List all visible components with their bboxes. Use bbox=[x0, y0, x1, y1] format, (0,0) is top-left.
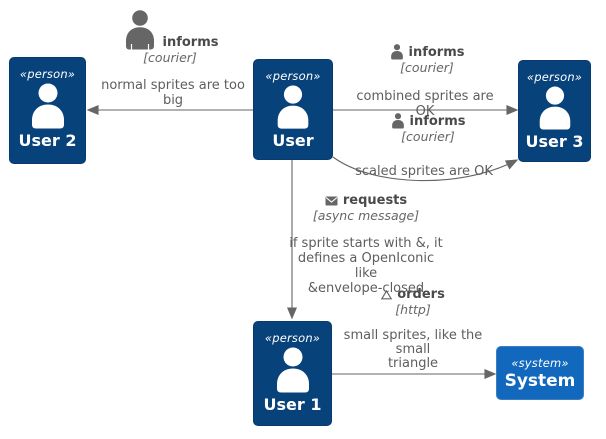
edge-label-tech: [courier] bbox=[143, 50, 197, 65]
arrow-user1-to-system bbox=[332, 368, 497, 380]
edge-label-tech: [courier] bbox=[401, 129, 455, 144]
edge-desc-line: &envelope-closed bbox=[307, 281, 425, 296]
person-icon bbox=[277, 85, 309, 129]
node-user3-stereotype: «person» bbox=[526, 70, 583, 84]
node-user: «person» User bbox=[253, 59, 333, 160]
person-courier-large-icon bbox=[125, 10, 154, 50]
edge-desc-user-to-user1: if sprite starts with &, it defines a Op… bbox=[286, 236, 446, 296]
arrow-user-to-user2 bbox=[86, 104, 253, 116]
node-user1-stereotype: «person» bbox=[264, 331, 321, 345]
edge-desc-line: small bbox=[395, 342, 431, 357]
node-system-stereotype: «system» bbox=[511, 355, 569, 370]
edge-desc-line: small sprites, like the bbox=[343, 328, 483, 343]
edge-desc-line: big bbox=[162, 93, 184, 108]
arrow-user-to-user3-top bbox=[333, 104, 519, 116]
edge-label-title: informs bbox=[408, 45, 465, 60]
edge-desc-user-to-user3-bottom: scaled sprites are OK bbox=[344, 164, 504, 179]
node-user-stereotype: «person» bbox=[265, 69, 321, 83]
node-user2-stereotype: «person» bbox=[19, 67, 76, 81]
edge-desc-user-to-user2: normal sprites are too big bbox=[93, 78, 253, 108]
edge-label-tech: [http] bbox=[395, 302, 431, 317]
edge-desc-line: like bbox=[354, 266, 378, 281]
edge-desc-line: scaled sprites are OK bbox=[355, 164, 493, 179]
node-system: «system» System bbox=[496, 346, 584, 400]
edge-desc-line: combined sprites are OK bbox=[356, 89, 494, 119]
edge-desc-line: if sprite starts with &, it bbox=[289, 236, 443, 251]
edge-desc-user1-to-system: small sprites, like the small triangle bbox=[333, 329, 493, 371]
node-user1-name: User 1 bbox=[263, 395, 322, 414]
edge-desc-line: triangle bbox=[387, 356, 439, 371]
edge-label-tech: [courier] bbox=[400, 60, 454, 75]
person-courier-small-icon bbox=[391, 113, 404, 129]
edge-desc-line: normal sprites are too bbox=[101, 78, 245, 93]
person-courier-small-icon bbox=[390, 44, 403, 60]
edge-label-user1-to-system: orders [http] bbox=[363, 287, 463, 317]
arrow-user-to-user1 bbox=[286, 160, 298, 320]
person-icon bbox=[276, 347, 309, 393]
node-user2-name: User 2 bbox=[18, 131, 77, 150]
edge-label-tech: [async message] bbox=[312, 208, 420, 223]
node-user3-name: User 3 bbox=[525, 132, 584, 151]
edge-label-title: orders bbox=[397, 287, 445, 302]
edge-desc-line: defines a OpenIconic bbox=[297, 251, 435, 266]
envelope-icon bbox=[325, 196, 338, 205]
node-user1: «person» User 1 bbox=[253, 321, 332, 426]
node-user2: «person» User 2 bbox=[9, 57, 86, 164]
edge-label-title: informs bbox=[409, 114, 466, 129]
edge-label-user-to-user3-bottom: informs [courier] bbox=[378, 113, 478, 144]
edge-label-user-to-user3-top: informs [courier] bbox=[377, 44, 477, 75]
edge-label-user-to-user2: informs [courier] bbox=[105, 10, 235, 65]
arrow-user-to-user3-bottom bbox=[332, 156, 519, 182]
node-system-name: System bbox=[504, 370, 576, 391]
edge-desc-user-to-user3-top: combined sprites are OK bbox=[345, 89, 505, 119]
node-user-name: User bbox=[272, 131, 314, 150]
node-user3: «person» User 3 bbox=[518, 60, 591, 162]
triangle-icon bbox=[381, 289, 393, 299]
edge-label-title: requests bbox=[342, 193, 408, 208]
person-icon bbox=[31, 83, 64, 129]
edge-label-user-to-user1: requests [async message] bbox=[296, 193, 436, 223]
edge-label-title: informs bbox=[162, 35, 219, 50]
person-icon bbox=[539, 86, 570, 130]
